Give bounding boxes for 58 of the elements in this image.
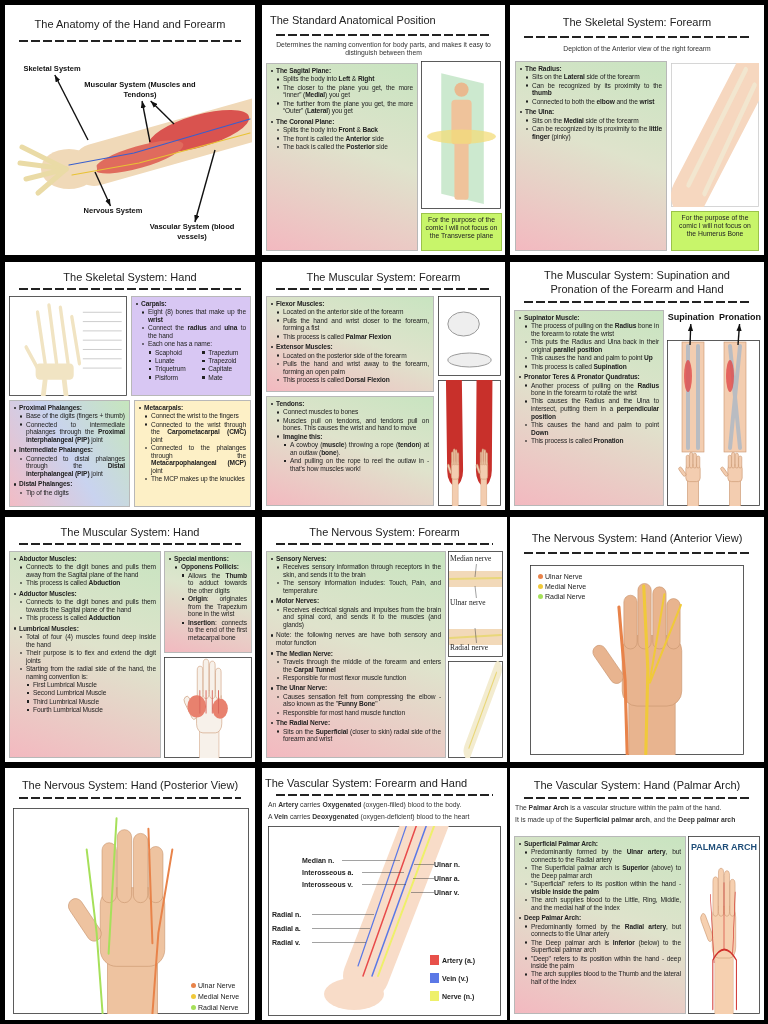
panel-title: The Vascular System: Forearm and Hand — [265, 776, 469, 790]
panel-card — [262, 768, 507, 1020]
arrow — [149, 100, 175, 125]
info-card — [515, 61, 667, 251]
leader-line — [361, 884, 407, 885]
callout-label: Pronation — [717, 312, 763, 324]
info-card — [131, 296, 251, 396]
info-card — [266, 551, 446, 758]
panel-card — [5, 768, 255, 1020]
panel-title: The Nervous System: Hand (Posterior View) — [20, 778, 240, 792]
info-card — [266, 396, 434, 506]
leader-line — [474, 627, 477, 644]
panel-title: The Nervous System: Hand (Anterior View) — [530, 531, 744, 545]
panel-card — [510, 768, 764, 1020]
leader-line — [410, 892, 435, 893]
leader-line — [311, 914, 375, 915]
leader-line — [413, 864, 435, 865]
panel-title: The Skeletal System: Forearm — [561, 15, 713, 29]
info-card — [9, 400, 130, 507]
leader-line — [361, 872, 405, 873]
arrow — [54, 74, 89, 141]
arrow — [736, 323, 742, 346]
panel-card — [510, 262, 764, 510]
panel-title: The Muscular System: Hand — [59, 525, 201, 539]
panel-card — [262, 262, 505, 510]
panel-card — [262, 517, 507, 762]
leader-line — [412, 878, 435, 879]
info-card — [514, 310, 664, 506]
leader-line — [311, 942, 367, 943]
leader-line — [474, 585, 477, 599]
panel-title: The Muscular System: Forearm — [305, 270, 462, 284]
panel-card — [5, 262, 255, 510]
info-card — [164, 551, 252, 653]
panel-title: The Muscular System: Supination and Pronation of the Forearm and Hand — [543, 268, 731, 296]
panel-card — [262, 5, 505, 255]
leader-line — [311, 928, 371, 929]
panel-card — [510, 5, 764, 255]
info-card — [266, 63, 418, 251]
info-card — [134, 400, 251, 507]
leader-line — [341, 860, 401, 861]
info-card — [9, 551, 161, 758]
panel-card — [510, 517, 764, 762]
arrow — [687, 323, 694, 346]
callout-label: Supination — [665, 312, 717, 324]
info-card — [266, 296, 434, 392]
panel-card — [5, 517, 255, 762]
arrow — [94, 171, 112, 207]
panel-title: The Standard Anatomical Position — [270, 13, 437, 27]
arrow — [194, 149, 216, 223]
panel-title: The Anatomy of the Hand and Forearm — [33, 17, 227, 31]
panel-card — [5, 5, 255, 255]
panel-title: The Nervous System: Forearm — [308, 525, 461, 539]
arrow — [140, 100, 151, 143]
info-card — [514, 836, 686, 1014]
panel-title: The Skeletal System: Hand — [62, 270, 198, 284]
picture-title: PALMAR ARCH — [690, 842, 758, 852]
leader-line — [474, 563, 477, 578]
panel-title: The Vascular System: Hand (Palmar Arch) — [532, 778, 742, 792]
